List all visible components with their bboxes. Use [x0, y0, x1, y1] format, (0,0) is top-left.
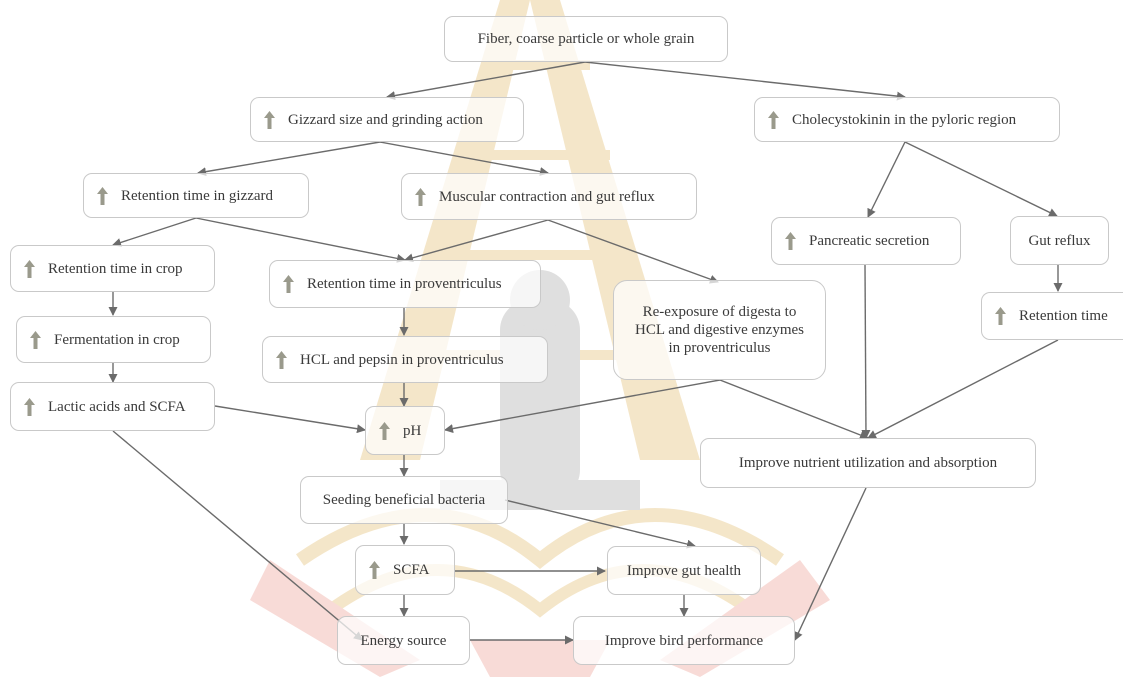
edge-seeding-to-gut-health	[504, 499, 696, 549]
up-arrow-icon	[994, 306, 1007, 326]
node-retention-crop-label: Retention time in crop	[48, 260, 183, 277]
node-pancreatic: Pancreatic secretion	[771, 217, 961, 265]
up-arrow-icon	[263, 110, 276, 130]
edge-cholecystokinin-to-gut-reflux	[904, 141, 1058, 217]
node-fermentation: Fermentation in crop	[16, 316, 211, 363]
edge-muscular-to-proventriculus	[404, 219, 549, 263]
up-arrow-icon	[282, 274, 295, 294]
edge-gizzard-to-muscular	[379, 141, 549, 176]
node-gut-reflux: Gut reflux	[1010, 216, 1109, 265]
node-seeding: Seeding beneficial bacteria	[300, 476, 508, 524]
node-scfa: SCFA	[355, 545, 455, 595]
up-arrow-icon	[23, 397, 36, 417]
node-nutrient-label: Improve nutrient utilization and absorpt…	[738, 455, 998, 471]
node-energy-label: Energy source	[360, 632, 447, 649]
node-ph: pH	[365, 406, 445, 455]
node-retention-crop: Retention time in crop	[10, 245, 215, 292]
edge-retention-to-nutrient	[867, 339, 1059, 439]
node-energy: Energy source	[337, 616, 470, 665]
node-seeding-label: Seeding beneficial bacteria	[322, 492, 486, 508]
node-retention-proventriculus: Retention time in proventriculus	[269, 260, 541, 308]
node-fiber-label: Fiber, coarse particle or whole grain	[477, 31, 695, 47]
node-muscular-label: Muscular contraction and gut reflux	[439, 188, 655, 205]
edge-lactic-to-energy	[112, 430, 363, 641]
node-retention-time-label: Retention time	[1019, 308, 1108, 324]
node-scfa-label: SCFA	[393, 562, 430, 578]
node-retention-proventriculus-label: Retention time in proventriculus	[307, 276, 502, 292]
node-gut-health: Improve gut health	[607, 546, 761, 595]
edge-pancreatic-to-nutrient	[861, 264, 871, 439]
up-arrow-icon	[414, 187, 427, 207]
node-bird-performance-label: Improve bird performance	[604, 632, 764, 649]
up-arrow-icon	[29, 330, 42, 350]
up-arrow-icon	[378, 421, 391, 441]
edge-lactic-to-ph	[214, 405, 366, 434]
up-arrow-icon	[275, 350, 288, 370]
node-fiber: Fiber, coarse particle or whole grain	[444, 16, 728, 62]
edge-nutrient-to-performance	[794, 487, 867, 641]
node-hcl-pepsin: HCL and pepsin in proventriculus	[262, 336, 548, 383]
node-cholecystokinin-label: Cholecystokinin in the pyloric region	[792, 111, 1017, 128]
node-gizzard-size-label: Gizzard size and grinding action	[288, 111, 483, 128]
node-reexposure: Re-exposure of digesta to HCL and digest…	[613, 280, 826, 380]
up-arrow-icon	[784, 231, 797, 251]
edge-muscular-to-reexposure	[547, 219, 719, 284]
node-pancreatic-label: Pancreatic secretion	[809, 233, 930, 249]
edge-reexposure-to-nutrient	[719, 379, 869, 440]
up-arrow-icon	[368, 560, 381, 580]
node-lactic-label: Lactic acids and SCFA	[48, 398, 186, 415]
node-cholecystokinin: Cholecystokinin in the pyloric region	[754, 97, 1060, 142]
node-retention-gizzard: Retention time in gizzard	[83, 173, 309, 218]
edge-cholecystokinin-to-pancreatic	[867, 141, 906, 218]
node-gut-health-label: Improve gut health	[626, 562, 742, 579]
edge-reexposure-to-ph	[444, 379, 721, 433]
node-hcl-pepsin-label: HCL and pepsin in proventriculus	[300, 351, 504, 368]
node-gizzard-size: Gizzard size and grinding action	[250, 97, 524, 142]
edge-retention-gizzard-to-crop	[112, 217, 197, 247]
node-fermentation-label: Fermentation in crop	[54, 331, 180, 348]
node-muscular: Muscular contraction and gut reflux	[401, 173, 697, 220]
edge-fiber-to-gizzard	[386, 61, 586, 101]
node-reexposure-label: Re-exposure of digesta to HCL and digest…	[635, 304, 804, 356]
up-arrow-icon	[23, 259, 36, 279]
edge-fiber-to-cholecystokinin	[584, 61, 906, 101]
node-lactic: Lactic acids and SCFA	[10, 382, 215, 431]
up-arrow-icon	[96, 186, 109, 206]
node-gut-reflux-label: Gut reflux	[1028, 232, 1091, 249]
node-nutrient: Improve nutrient utilization and absorpt…	[700, 438, 1036, 488]
edge-gizzard-to-retention-gizzard	[197, 141, 381, 177]
edge-retention-gizzard-to-proventriculus	[195, 217, 406, 263]
node-ph-label: pH	[403, 422, 422, 439]
node-retention-time: Retention time	[981, 292, 1123, 340]
node-bird-performance: Improve bird performance	[573, 616, 795, 665]
node-retention-gizzard-label: Retention time in gizzard	[121, 187, 274, 204]
up-arrow-icon	[767, 110, 780, 130]
